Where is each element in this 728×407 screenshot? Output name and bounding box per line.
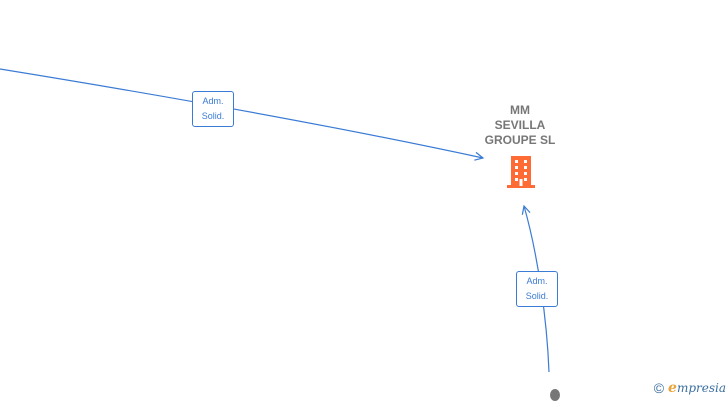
company-name[interactable]: MM SEVILLA GROUPE SL	[470, 103, 570, 148]
company-name-line: SEVILLA	[494, 118, 546, 132]
edge-label-adm-solid-2[interactable]: Adm. Solid.	[516, 271, 558, 307]
edge-label-line: Adm.	[202, 96, 224, 106]
company-name-line: GROUPE SL	[484, 133, 556, 147]
edge-label-adm-solid-1[interactable]: Adm. Solid.	[192, 91, 234, 127]
edge-label-line: Solid.	[525, 291, 549, 301]
edge-line-1	[0, 68, 483, 158]
brand-initial: e	[668, 380, 677, 396]
watermark: © empresia	[654, 380, 726, 396]
edge-label-line: Adm.	[526, 276, 548, 286]
edge-label-line: Solid.	[201, 111, 225, 121]
brand-logo: empresia	[668, 380, 726, 396]
building-icon[interactable]	[505, 155, 537, 194]
company-name-line: MM	[510, 103, 530, 117]
copyright-icon: ©	[653, 380, 665, 396]
brand-rest: mpresia	[676, 381, 726, 395]
person-node-icon[interactable]	[549, 388, 561, 407]
